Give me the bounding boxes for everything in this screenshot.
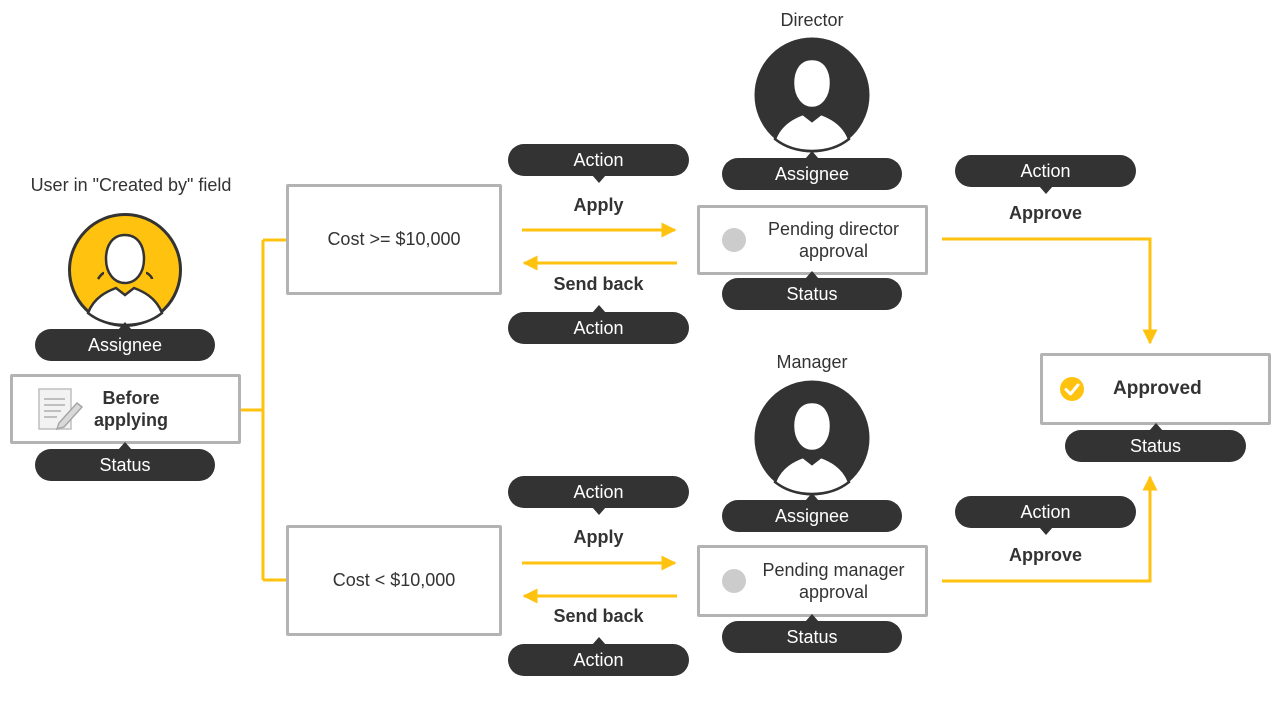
apply-label-top: Apply <box>573 195 624 215</box>
director-status-text: Pending director approval <box>767 219 900 261</box>
sendback-label-top: Send back <box>553 274 644 294</box>
sendback-action-label-top: Action <box>508 305 689 344</box>
condition-box-high: Cost >= $10,000 <box>286 184 502 295</box>
director-assignee-label: Assignee <box>722 151 902 190</box>
director-status-label: Status <box>722 271 902 310</box>
manager-status-text: Pending manager approval <box>762 560 905 602</box>
user-silhouette-icon <box>754 37 870 153</box>
sendback-action-label-bottom: Action <box>508 637 689 676</box>
manager-status-label: Status <box>722 614 902 653</box>
approved-status-text: Approved <box>1113 378 1202 399</box>
approve-action-label-bottom: Action <box>955 496 1136 535</box>
manager-assignee-label: Assignee <box>722 493 902 532</box>
apply-label-bottom: Apply <box>573 527 624 547</box>
manager-status-box: Pending manager approval <box>697 545 928 617</box>
creator-status-text: Before applying <box>93 388 168 430</box>
sendback-label-bottom: Send back <box>553 606 644 626</box>
creator-status-box: Before applying <box>10 374 241 444</box>
approve-path-top <box>942 237 1158 345</box>
director-avatar <box>754 37 870 158</box>
creator-caption: User in "Created by" field <box>30 175 232 195</box>
pending-dot-icon <box>721 228 746 252</box>
approved-status-box: Approved <box>1040 353 1271 425</box>
approve-label-top: Approve <box>1008 203 1082 223</box>
user-silhouette-icon <box>754 380 870 496</box>
creator-avatar <box>68 213 182 332</box>
director-caption: Director <box>780 10 844 30</box>
creator-status-label: Status <box>35 442 215 481</box>
pending-dot-icon <box>721 569 746 593</box>
condition-box-low: Cost < $10,000 <box>286 525 502 636</box>
apply-action-label-top: Action <box>508 144 689 183</box>
approve-label-bottom: Approve <box>1008 545 1082 565</box>
manager-avatar <box>754 380 870 501</box>
approve-path-bottom <box>942 475 1158 583</box>
director-status-box: Pending director approval <box>697 205 928 275</box>
document-edit-icon <box>37 387 85 431</box>
approve-action-label-top: Action <box>955 155 1136 194</box>
approved-status-label: Status <box>1065 423 1246 462</box>
creator-assignee-label: Assignee <box>35 322 215 361</box>
branch-connector <box>240 238 288 582</box>
check-circle-icon <box>1059 376 1085 402</box>
user-silhouette-icon <box>68 213 182 327</box>
manager-caption: Manager <box>776 352 848 372</box>
apply-action-label-bottom: Action <box>508 476 689 515</box>
